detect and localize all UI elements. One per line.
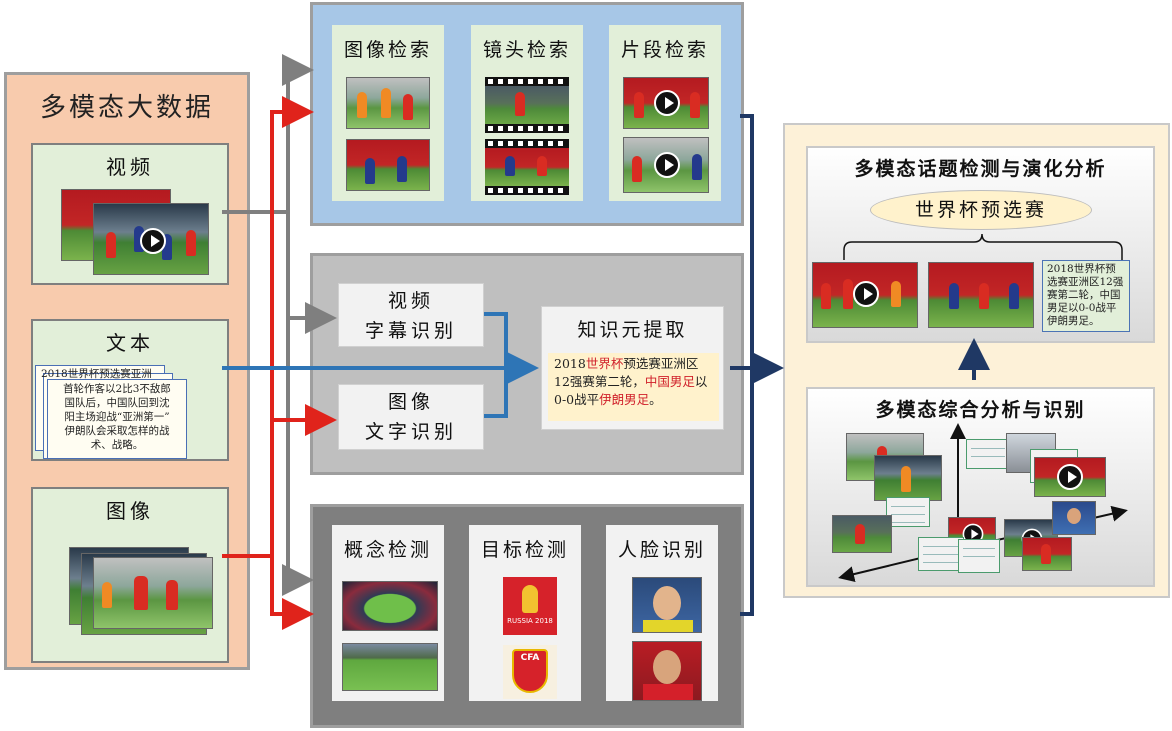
ke-highlight-worldcup: 世界杯 [585, 356, 624, 371]
image-retrieval-card[interactable]: 图像检索 [332, 25, 444, 201]
text-doc-line: 伊朗队会采取怎样的战 [64, 425, 170, 437]
cfa-crest-icon: CFA [512, 649, 548, 693]
analysis-text-card [966, 439, 1010, 469]
subtitle-recognition-line1: 视频 [387, 290, 434, 312]
image-label: 图像 [106, 499, 154, 523]
recognition-panel: 视频 字幕识别 图像 文字识别 知识元提取 2018世界杯预选赛亚洲区12强赛第… [310, 253, 744, 475]
topic-detection-title: 多模态话题检测与演化分析 [854, 158, 1107, 180]
trophy-icon [522, 585, 538, 613]
subtitle-recognition-box[interactable]: 视频 字幕识别 [338, 283, 484, 347]
stadium-image-2 [342, 643, 438, 691]
face-recognition-card[interactable]: 人脸识别 [606, 525, 718, 701]
segment-video-1[interactable] [623, 77, 709, 129]
ocr-line1: 图像 [387, 391, 434, 413]
video-thumbnail[interactable] [93, 203, 209, 275]
multimodal-big-data-panel: 多模态大数据 视频 文本 2018世界杯预选赛亚洲 首轮作客以2比3不敌郎 国队… [4, 72, 250, 670]
detection-panel: 概念检测 目标检测 RUSSIA 2018 CFA 人脸识别 [310, 504, 744, 728]
ocr-line2: 文字识别 [364, 421, 457, 443]
retrieval-image-1 [346, 77, 430, 129]
play-icon[interactable] [140, 228, 166, 254]
ke-seg: 2018 [554, 356, 586, 371]
segment-video-2[interactable] [623, 137, 709, 193]
stadium-image-1 [342, 581, 438, 631]
analysis-text-card [886, 497, 930, 527]
retrieval-panel: 图像检索 镜头检索 片段检索 [310, 2, 744, 226]
text-label: 文本 [106, 331, 154, 355]
ocr-box[interactable]: 图像 文字识别 [338, 384, 484, 450]
play-icon[interactable] [1057, 464, 1083, 490]
video-source-box: 视频 [31, 143, 229, 285]
analysis-image-4 [1022, 537, 1072, 571]
analysis-video-1[interactable] [1034, 457, 1106, 497]
face-recognition-label: 人脸识别 [617, 539, 706, 561]
object-detection-label: 目标检测 [480, 539, 569, 561]
topic-text-note: 2018世界杯预选赛亚洲区12强赛第二轮，中国男足以0-0战平伊朗男足。 [1042, 260, 1130, 332]
segment-retrieval-label: 片段检索 [620, 39, 709, 61]
cfa-logo: CFA [503, 645, 557, 699]
image-arrows [222, 96, 337, 630]
concept-detection-label: 概念检测 [343, 539, 432, 561]
text-source-box: 文本 2018世界杯预选赛亚洲 首轮作客以2比3不敌郎 国队后，中国队回到沈 阳… [31, 319, 229, 461]
ke-highlight-china: 中国男足 [644, 374, 695, 389]
analysis-image-2 [874, 455, 942, 501]
cfa-logo-text: CFA [520, 653, 540, 663]
ke-seg: 。 [649, 392, 662, 407]
image-source-box: 图像 [31, 487, 229, 663]
play-icon[interactable] [654, 152, 680, 178]
output-arrows [730, 114, 990, 616]
film-strip-1 [485, 77, 569, 133]
topic-image-thumbnail [928, 262, 1034, 328]
subtitle-recognition-line2: 字幕识别 [364, 320, 457, 342]
text-doc-line: 阳主场迎战“亚洲第一” [64, 411, 170, 423]
video-arrows [222, 54, 337, 596]
face-image-2 [632, 641, 702, 701]
text-doc-line: 首轮作客以2比3不敌郎 [63, 383, 171, 395]
comprehensive-analysis-box: 多模态综合分析与识别 [806, 387, 1155, 587]
topic-video-thumbnail[interactable] [812, 262, 918, 328]
topic-detection-box: 多模态话题检测与演化分析 世界杯预选赛 2018世界杯预选赛亚洲区12强赛第二轮… [806, 146, 1155, 343]
multimodal-big-data-title: 多模态大数据 [39, 93, 214, 123]
segment-retrieval-card[interactable]: 片段检索 [609, 25, 721, 201]
world-cup-logo: RUSSIA 2018 [503, 577, 557, 635]
analysis-news-image [1052, 501, 1096, 535]
video-label: 视频 [106, 155, 154, 179]
image-retrieval-label: 图像检索 [343, 39, 432, 61]
topic-oval[interactable]: 世界杯预选赛 [870, 190, 1092, 230]
image-thumbnail[interactable] [93, 557, 213, 629]
topic-bracket [843, 233, 1123, 260]
ke-seg: 预选赛亚洲区12强赛第二轮， [554, 356, 699, 389]
play-icon[interactable] [654, 90, 680, 116]
concept-detection-card[interactable]: 概念检测 [332, 525, 444, 701]
text-arrows [222, 312, 539, 418]
text-doc-line: 国队后，中国队回到沈 [64, 397, 170, 409]
ke-highlight-iran: 伊朗男足 [599, 392, 650, 407]
comprehensive-analysis-title: 多模态综合分析与识别 [875, 399, 1086, 421]
film-strip-2 [485, 139, 569, 195]
shot-retrieval-label: 镜头检索 [482, 39, 571, 61]
analysis-panel: 多模态话题检测与演化分析 世界杯预选赛 2018世界杯预选赛亚洲区12强赛第二轮… [783, 123, 1170, 598]
analysis-text-card [918, 537, 964, 571]
text-doc-line: 术、战略。 [90, 439, 144, 451]
knowledge-extraction-text: 2018世界杯预选赛亚洲区12强赛第二轮，中国男足以0-0战平伊朗男足。 [548, 353, 719, 421]
world-cup-logo-text: RUSSIA 2018 [507, 617, 553, 625]
face-image-1 [632, 577, 702, 633]
retrieval-image-2 [346, 139, 430, 191]
knowledge-extraction-title: 知识元提取 [577, 319, 688, 341]
object-detection-card[interactable]: 目标检测 RUSSIA 2018 CFA [469, 525, 581, 701]
analysis-text-card [958, 539, 1000, 573]
knowledge-extraction-box[interactable]: 知识元提取 2018世界杯预选赛亚洲区12强赛第二轮，中国男足以0-0战平伊朗男… [541, 306, 724, 430]
shot-retrieval-card[interactable]: 镜头检索 [471, 25, 583, 201]
text-document: 首轮作客以2比3不敌郎 国队后，中国队回到沈 阳主场迎战“亚洲第一” 伊朗队会采… [47, 379, 187, 459]
analysis-image-3 [832, 515, 892, 553]
play-icon[interactable] [853, 281, 879, 307]
ke-seg: 以0-0战平 [554, 374, 708, 407]
text-doc-header: 2018世界杯预选赛亚洲 [41, 368, 152, 380]
